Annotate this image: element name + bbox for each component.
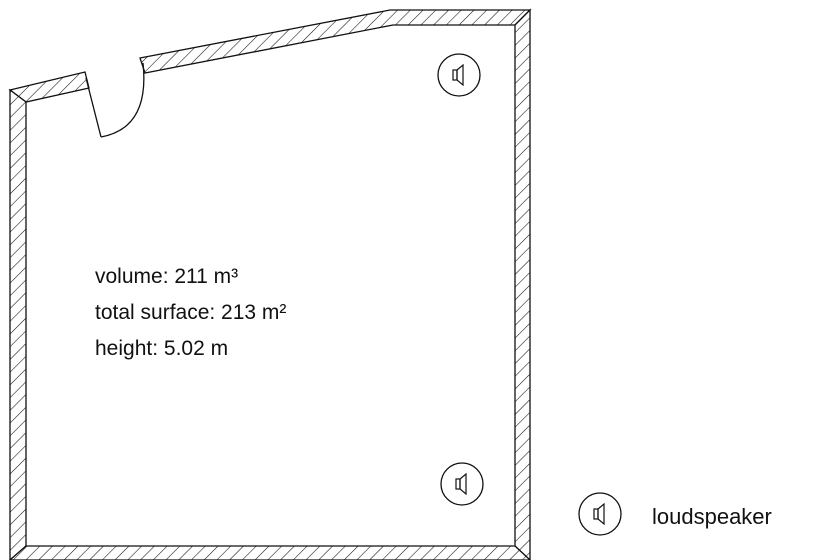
room-volume-text: volume: 211 m³ [95,265,238,288]
legend-label: loudspeaker [652,504,772,529]
wall-left [9,88,27,560]
legend: loudspeaker [578,492,772,536]
door-swing-arc [100,62,145,138]
room-walls [8,8,532,560]
loudspeaker-icon-bottom [440,462,484,506]
room-height-text: height: 5.02 m [95,337,228,360]
wall-top-left [8,71,90,103]
room-surface-text: total surface: 213 m² [95,301,286,324]
loudspeaker-icon [578,492,622,536]
door [85,62,145,138]
wall-right [514,8,531,560]
door-leaf [85,77,102,138]
wall-bottom [9,545,531,560]
loudspeaker-icon-top [437,53,481,97]
